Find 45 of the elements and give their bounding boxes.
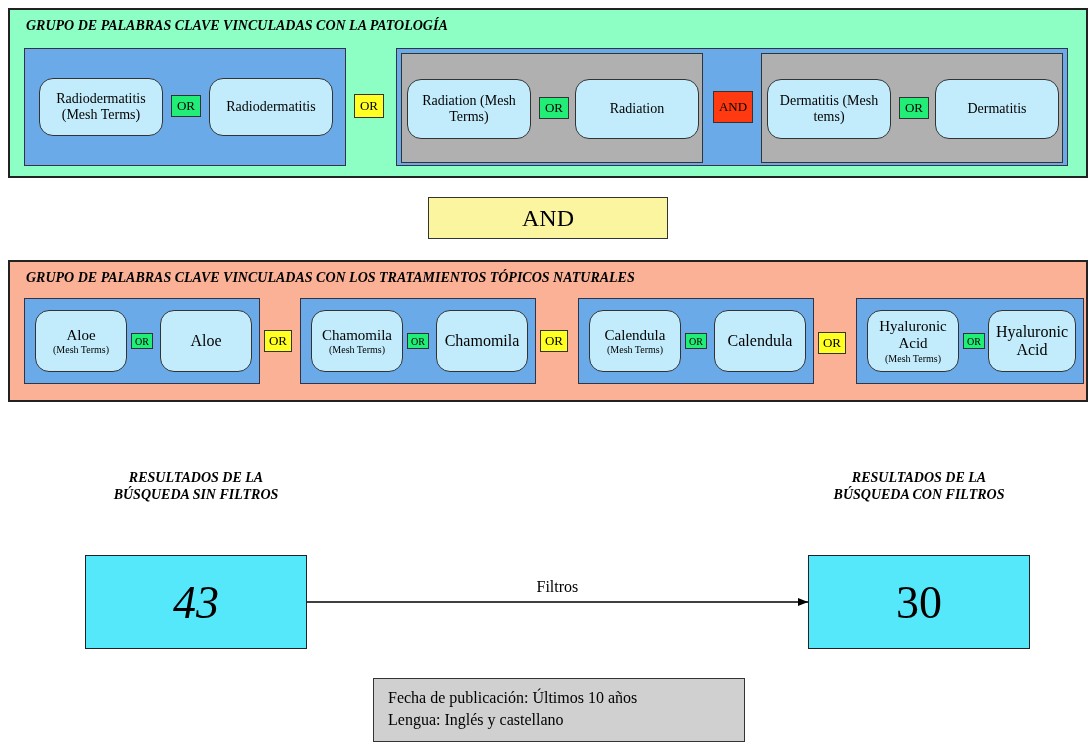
term-box: Aloe: [160, 310, 252, 372]
group-title: GRUPO DE PALABRAS CLAVE VINCULADAS CON LA PATOLOGÍA: [26, 18, 448, 34]
term-group-panel: [24, 48, 346, 166]
result-count-box: 30: [808, 555, 1030, 649]
term-group-panel: [396, 48, 1068, 166]
term-group-panel: [578, 298, 814, 384]
operator-box: OR: [899, 97, 929, 119]
term-box: Hyaluronic Acid (Mesh Terms): [867, 310, 959, 372]
term-box: Chamomila: [436, 310, 528, 372]
operator-box: OR: [354, 94, 384, 118]
operator-box: AND: [713, 91, 753, 123]
term-box: Calendula (Mesh Terms): [589, 310, 681, 372]
operator-box: AND: [428, 197, 668, 239]
term-group-panel: [856, 298, 1084, 384]
group-title: GRUPO DE PALABRAS CLAVE VINCULADAS CON LOS TRATAMIENTOS TÓPICOS NATURALES: [26, 270, 635, 286]
operator-box: OR: [171, 95, 201, 117]
operator-box: OR: [963, 333, 985, 349]
operator-box: OR: [131, 333, 153, 349]
term-box: Radiation: [575, 79, 699, 139]
operator-box: OR: [407, 333, 429, 349]
operator-box: OR: [818, 332, 846, 354]
term-box: Hyaluronic Acid: [988, 310, 1076, 372]
term-box: Radiodermatitis (Mesh Terms): [39, 78, 163, 136]
operator-box: OR: [540, 330, 568, 352]
result-count-box: 43: [85, 555, 307, 649]
subgroup-panel: [401, 53, 703, 163]
result-heading: RESULTADOS DE LA BÚSQUEDA CON FILTROS: [832, 470, 1006, 504]
arrow: [306, 598, 809, 606]
term-box: Dermatitis: [935, 79, 1059, 139]
operator-box: OR: [539, 97, 569, 119]
term-box: Radiodermatitis: [209, 78, 333, 136]
operator-box: OR: [264, 330, 292, 352]
operator-box: OR: [685, 333, 707, 349]
keyword-group-panel: [8, 260, 1088, 402]
filter-note-box: Fecha de publicación: Últimos 10 años Lengua: Inglés y castellano: [373, 678, 745, 742]
term-box: Dermatitis (Mesh tems): [767, 79, 891, 139]
result-heading: RESULTADOS DE LA BÚSQUEDA SIN FILTROS: [112, 470, 280, 504]
keyword-group-panel: [8, 8, 1088, 178]
term-box: Chamomila (Mesh Terms): [311, 310, 403, 372]
term-group-panel: [300, 298, 536, 384]
term-box: Radiation (Mesh Terms): [407, 79, 531, 139]
subgroup-panel: [761, 53, 1063, 163]
term-box: Aloe (Mesh Terms): [35, 310, 127, 372]
term-group-panel: [24, 298, 260, 384]
term-box: Calendula: [714, 310, 806, 372]
